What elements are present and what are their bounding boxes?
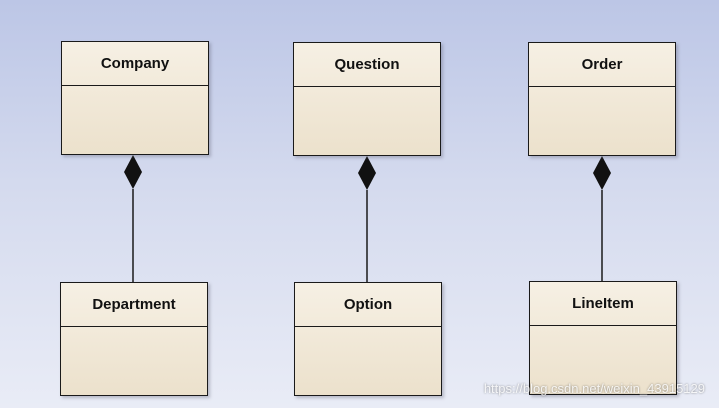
- class-name: Option: [295, 283, 441, 327]
- composition-question-option: [358, 156, 376, 282]
- watermark: https://blog.csdn.net/weixin_43915129: [483, 381, 705, 396]
- class-attributes: [295, 327, 441, 395]
- class-department[interactable]: Department: [60, 282, 208, 396]
- class-attributes: [61, 327, 207, 395]
- class-name: Question: [294, 43, 440, 87]
- class-company[interactable]: Company: [61, 41, 209, 155]
- class-attributes: [62, 86, 208, 154]
- class-question[interactable]: Question: [293, 42, 441, 156]
- class-name: Department: [61, 283, 207, 327]
- class-name: LineItem: [530, 282, 676, 326]
- composition-diamond-icon: [124, 155, 142, 189]
- composition-diamond-icon: [358, 156, 376, 190]
- class-name: Order: [529, 43, 675, 87]
- composition-diamond-icon: [593, 156, 611, 190]
- composition-company-department: [124, 155, 142, 282]
- class-lineitem[interactable]: LineItem: [529, 281, 677, 395]
- class-order[interactable]: Order: [528, 42, 676, 156]
- class-attributes: [529, 87, 675, 155]
- class-attributes: [294, 87, 440, 155]
- class-name: Company: [62, 42, 208, 86]
- composition-order-lineitem: [593, 156, 611, 281]
- class-option[interactable]: Option: [294, 282, 442, 396]
